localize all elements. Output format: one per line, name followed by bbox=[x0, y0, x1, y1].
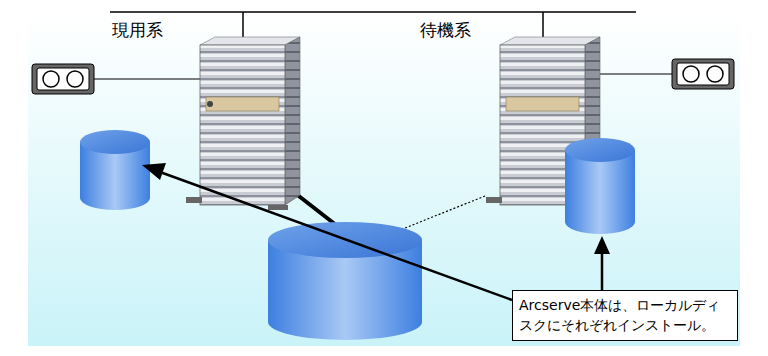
local-disk bbox=[565, 138, 635, 234]
system-label: 待機系 bbox=[420, 19, 471, 42]
background bbox=[28, 14, 740, 346]
server-active bbox=[186, 37, 300, 210]
callout-text: Arcserve本体は、ローカルディスクにそれぞれインストール。 bbox=[519, 295, 731, 336]
callout-box: Arcserve本体は、ローカルディスクにそれぞれインストール。 bbox=[512, 290, 738, 341]
tape-drive bbox=[32, 64, 94, 94]
callout-arrow bbox=[142, 163, 610, 300]
local-disk bbox=[80, 130, 150, 210]
tape-drive bbox=[672, 59, 734, 89]
system-label: 現用系 bbox=[112, 19, 163, 42]
